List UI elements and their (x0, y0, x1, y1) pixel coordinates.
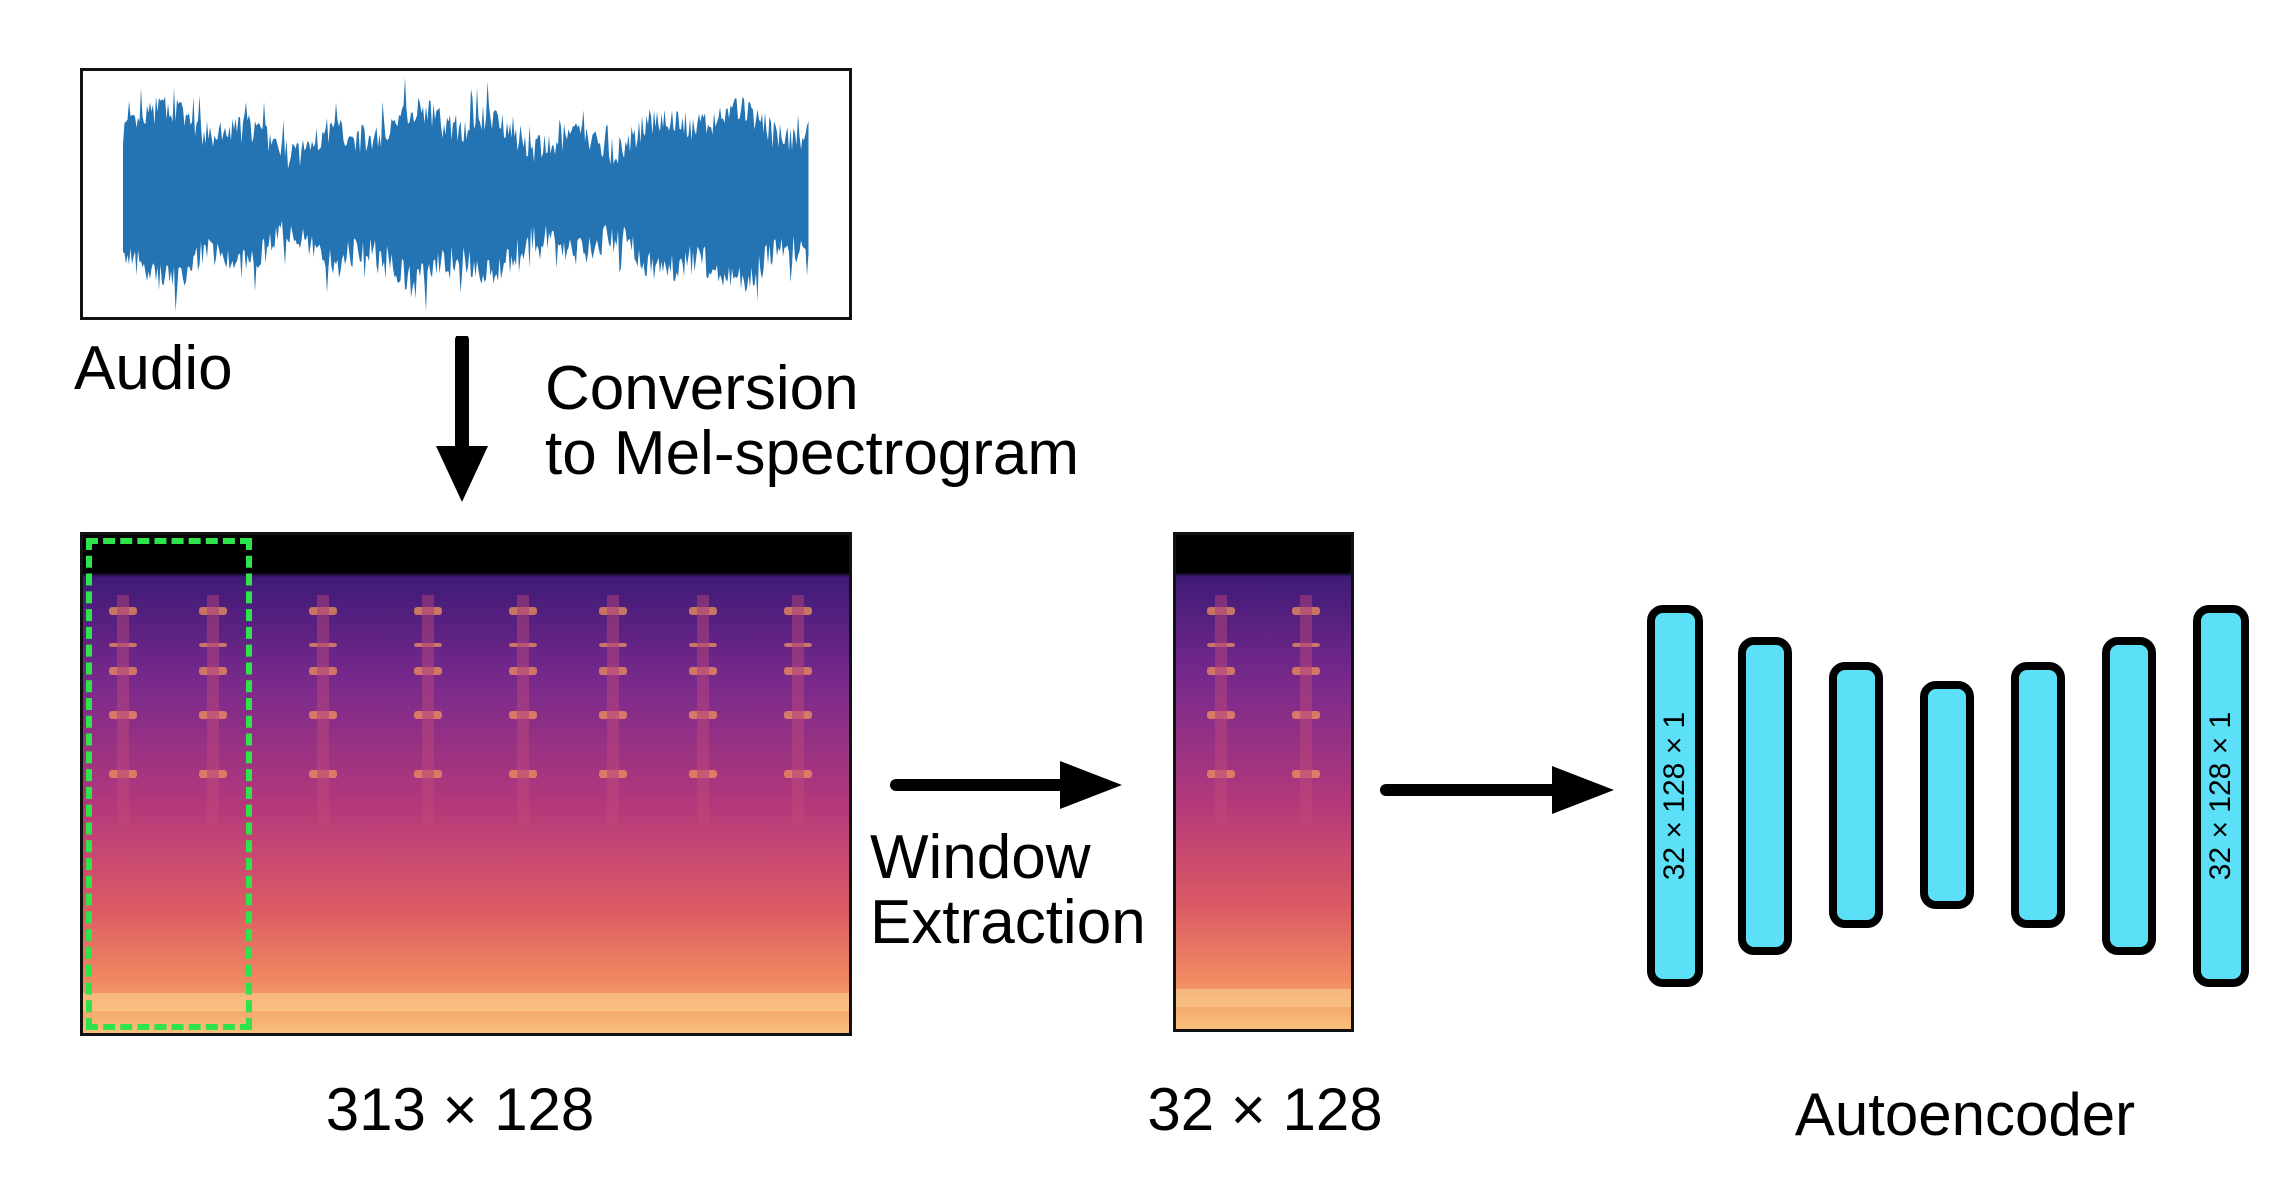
spectrogram-low-band (1176, 989, 1351, 1007)
spectrogram-low-band (83, 993, 849, 1011)
window-dims: 32 × 128 (1147, 1076, 1383, 1143)
spectrogram-call (109, 595, 137, 825)
window-extraction-label: Window Extraction (870, 825, 1146, 955)
decoder-layer-1 (2011, 662, 2065, 928)
extracted-window-spectrogram (1173, 532, 1354, 1032)
spectrogram-call (599, 595, 627, 825)
input-layer-dims: 32 × 128 × 1 (1658, 711, 1691, 881)
spectrogram-call (199, 595, 227, 825)
spectrogram-call (1207, 595, 1235, 825)
bottleneck-layer (1920, 681, 1974, 909)
spectrogram-call (509, 595, 537, 825)
right-arrow-window (890, 761, 1122, 809)
spectrogram-background (83, 535, 849, 1033)
output-layer-dims: 32 × 128 × 1 (2204, 711, 2237, 881)
mel-spectrogram-image (83, 535, 849, 1033)
spectrogram-call (784, 595, 812, 825)
window-selection-box (86, 538, 252, 1030)
conversion-label-line2: to Mel-spectrogram (545, 419, 1080, 489)
conversion-label-line1: Conversion (545, 354, 859, 423)
mel-spectrogram (80, 532, 852, 1036)
audio-waveform-panel (80, 68, 852, 320)
autoencoder-input-layer: 32 × 128 × 1 (1647, 605, 1703, 987)
autoencoder-output-layer: 32 × 128 × 1 (2193, 605, 2249, 987)
spectrogram-call (689, 595, 717, 825)
spectrogram-call (309, 595, 337, 825)
spectrogram-background (1176, 535, 1351, 1029)
extracted-window-image (1176, 535, 1351, 1029)
waveform-shape (123, 77, 809, 312)
autoencoder-label: Autoencoder (1794, 1081, 2136, 1148)
right-arrow-autoencoder (1380, 766, 1614, 814)
down-arrow (436, 336, 488, 502)
spectrogram-call (1292, 595, 1320, 825)
spectrogram-call (414, 595, 442, 825)
encoder-layer-2 (1829, 662, 1883, 928)
conversion-label: Conversion to Mel-spectrogram (545, 356, 1079, 486)
audio-label: Audio (74, 334, 233, 403)
window-extraction-line1: Window (870, 823, 1091, 892)
audio-waveform (123, 77, 809, 312)
encoder-layer-1 (1738, 637, 1792, 955)
decoder-layer-2 (2102, 637, 2156, 955)
spectrogram-dims: 313 × 128 (325, 1076, 595, 1143)
window-extraction-line2: Extraction (870, 888, 1146, 958)
